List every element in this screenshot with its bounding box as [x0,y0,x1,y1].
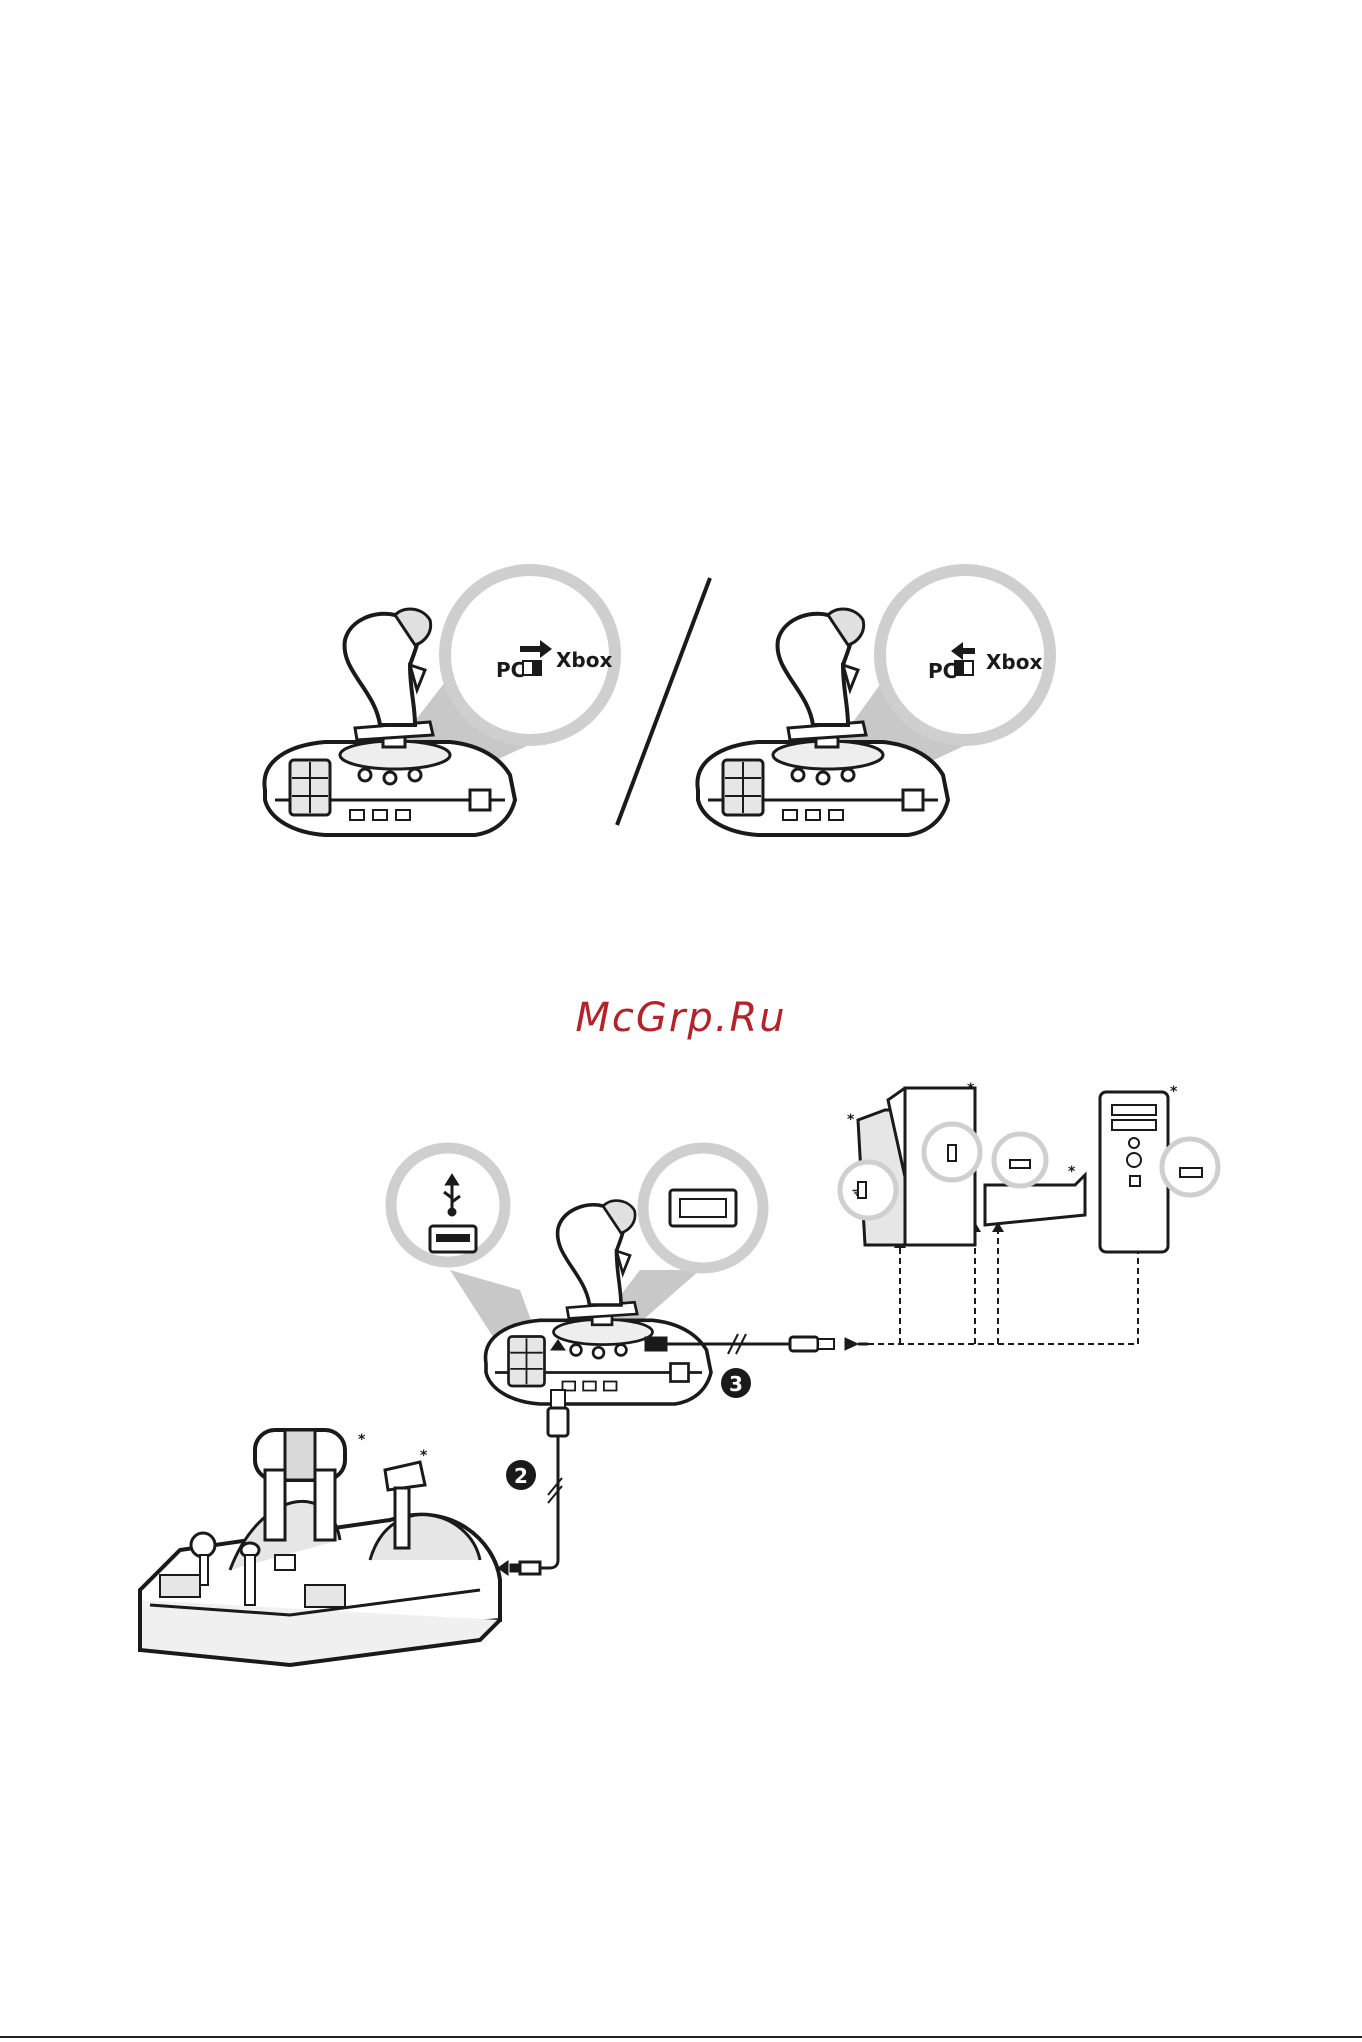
switch-panel-xbox: PC Xbox [697,570,1050,835]
xbox-one-icon: * [985,1134,1085,1225]
switch-panel-pc: PC Xbox [264,570,615,835]
svg-text:*: * [1068,1164,1076,1180]
svg-text:*: * [1170,1084,1178,1100]
step-badge-2-label: 2 [514,1464,528,1488]
pc-label: PC [928,659,957,683]
pc-label: PC [496,658,525,682]
pc-tower-icon: * [1100,1084,1218,1252]
step-badge-3-label: 3 [729,1372,743,1396]
svg-text:*: * [358,1432,366,1448]
svg-text:*: * [967,1081,975,1097]
usb-callout [391,1148,505,1262]
page-bottom-rule [0,2036,1362,2038]
svg-text:*: * [420,1448,428,1464]
xbox-label: Xbox [556,648,612,672]
watermark: McGrp.Ru [0,995,1362,1041]
throttle-icon: * * [140,1430,500,1665]
xbox-label: Xbox [986,650,1042,674]
svg-text:*: * [847,1112,855,1128]
port-callout [643,1148,763,1268]
